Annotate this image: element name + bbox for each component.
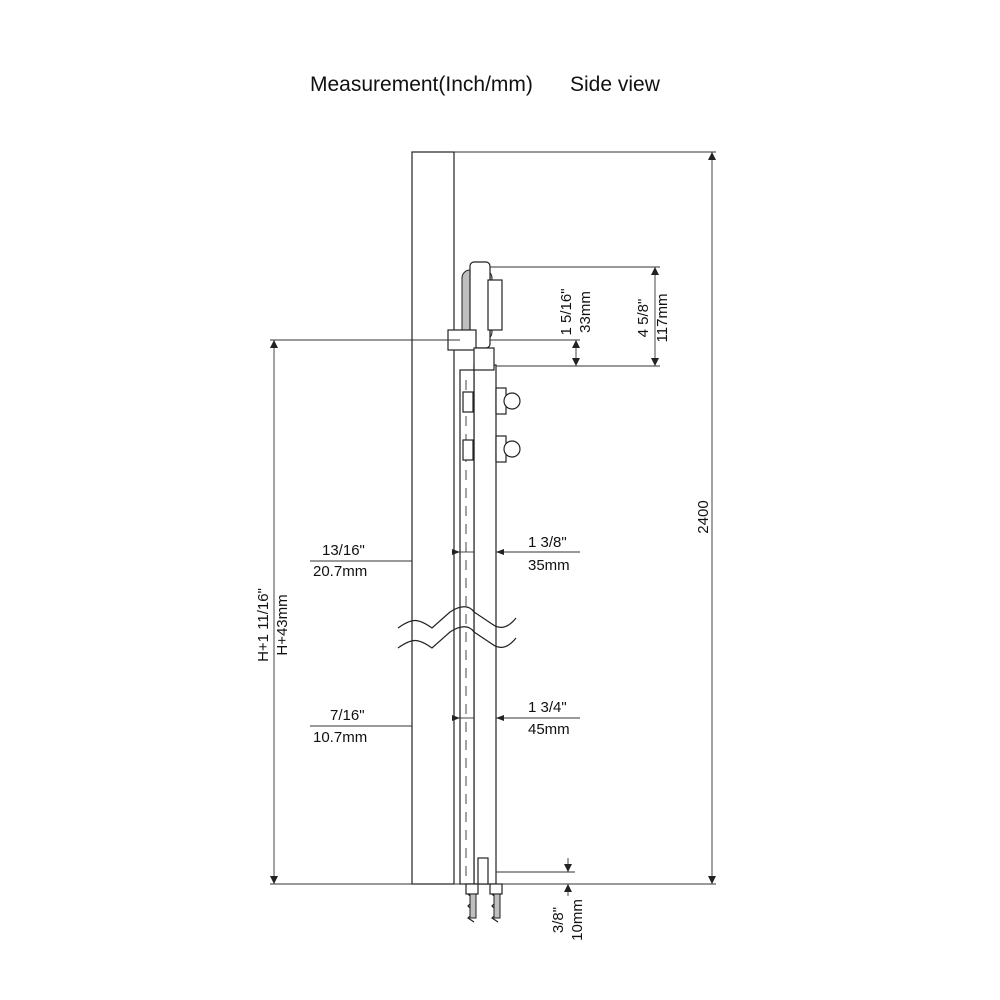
lower-offset-mm: 10.7mm xyxy=(313,729,367,746)
door-height-mm: H+43mm xyxy=(274,594,291,655)
upper-offset-mm: 20.7mm xyxy=(313,563,367,580)
lower-thickness-inch: 1 3/4" xyxy=(528,699,567,716)
dim-floor-gap: 3/8" 10mm xyxy=(496,858,586,941)
dim-wheel: 1 5/16" 33mm 4 5/8" 117mm xyxy=(490,266,671,367)
dim-lower: 7/16" 10.7mm 1 3/4" 45mm xyxy=(310,699,580,746)
total-height-label: 2400 xyxy=(695,500,712,533)
roller-wheel xyxy=(447,261,503,371)
floor-gap-inch: 3/8" xyxy=(550,907,567,933)
lower-offset-inch: 7/16" xyxy=(330,707,365,724)
door-height-inch: H+1 11/16" xyxy=(255,588,272,662)
upper-offset-inch: 13/16" xyxy=(322,542,365,559)
upper-thickness-inch: 1 3/8" xyxy=(528,534,567,551)
floor-guide xyxy=(465,857,503,923)
upper-thickness-mm: 35mm xyxy=(528,557,570,574)
dim-door-height: H+1 11/16" H+43mm xyxy=(255,339,460,885)
break-lines xyxy=(397,606,517,649)
floor-gap-mm: 10mm xyxy=(569,899,586,941)
title-side-view: Side view xyxy=(570,73,661,96)
hanger-bolts xyxy=(462,387,521,463)
dim-total-height: 2400 xyxy=(695,152,716,884)
wheel-gap-mm: 33mm xyxy=(577,291,594,333)
wheel-gap-inch: 1 5/16" xyxy=(558,288,575,335)
wall xyxy=(411,151,455,885)
lower-thickness-mm: 45mm xyxy=(528,721,570,738)
dim-upper: 13/16" 20.7mm 1 3/8" 35mm xyxy=(310,534,580,580)
wheel-top-mm: 117mm xyxy=(654,294,671,343)
title-measurement: Measurement(Inch/mm) xyxy=(310,73,533,96)
wheel-top-inch: 4 5/8" xyxy=(635,299,652,338)
